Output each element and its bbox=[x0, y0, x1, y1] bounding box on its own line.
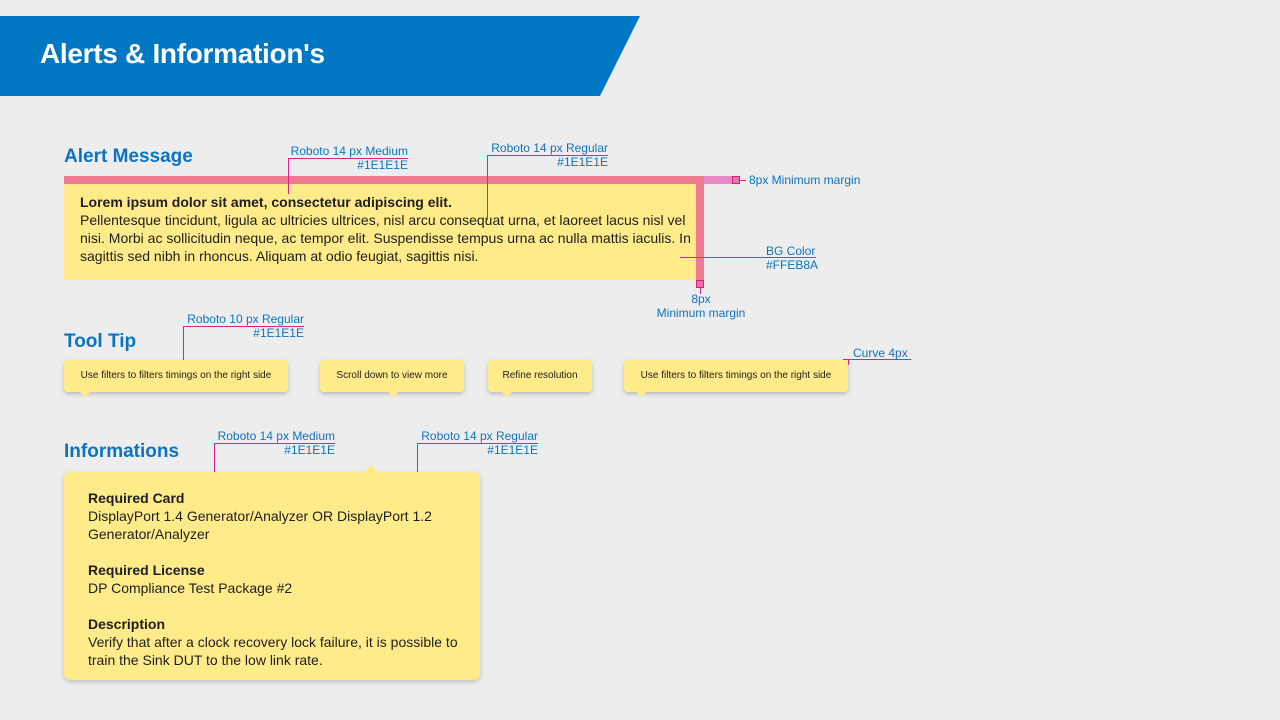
annotation-line bbox=[680, 257, 816, 258]
tooltip: Refine resolution bbox=[488, 360, 592, 397]
bottom-margin-marker bbox=[696, 176, 704, 284]
tooltip-section-title: Tool Tip bbox=[64, 331, 137, 352]
info-section-title: Informations bbox=[64, 441, 180, 462]
bottom-margin-handle bbox=[696, 280, 704, 288]
bottom-margin-spec: 8px Minimum margin bbox=[656, 292, 746, 320]
annotation-line bbox=[487, 155, 488, 220]
info-value: Verify that after a clock recovery lock … bbox=[88, 634, 458, 668]
annotation-line bbox=[288, 158, 289, 194]
info-value: DisplayPort 1.4 Generator/Analyzer OR Di… bbox=[88, 508, 432, 542]
annotation-line bbox=[740, 180, 746, 181]
right-margin-handle bbox=[732, 176, 740, 184]
alert-heading-spec: Roboto 14 px Medium #1E1E1E bbox=[290, 144, 408, 172]
curve-spec: Curve 4px bbox=[853, 346, 908, 360]
annotation-line bbox=[288, 158, 408, 159]
alert-body-spec: Roboto 14 px Regular #1E1E1E bbox=[491, 141, 608, 169]
annotation-line bbox=[700, 288, 701, 294]
annotation-line bbox=[487, 155, 608, 156]
right-margin-spec: 8px Minimum margin bbox=[749, 173, 861, 187]
alert-body: Pellentesque tincidunt, ligula ac ultric… bbox=[80, 212, 691, 264]
info-group-required-license: Required License DP Compliance Test Pack… bbox=[88, 561, 468, 597]
alert-text: Lorem ipsum dolor sit amet, consectetur … bbox=[80, 193, 692, 265]
info-card: Required Card DisplayPort 1.4 Generator/… bbox=[64, 465, 480, 680]
alert-heading: Lorem ipsum dolor sit amet, consectetur … bbox=[80, 194, 452, 210]
alert-top-bar bbox=[64, 176, 704, 184]
bg-color-spec: BG Color #FFEB8A bbox=[766, 244, 819, 272]
annotation-line bbox=[417, 443, 538, 444]
annotation-line bbox=[183, 326, 304, 327]
annotation-line bbox=[214, 443, 215, 498]
info-group-required-card: Required Card DisplayPort 1.4 Generator/… bbox=[88, 489, 468, 543]
info-value-spec: Roboto 14 px Regular #1E1E1E bbox=[421, 429, 538, 457]
tooltip: Scroll down to view more bbox=[320, 360, 464, 397]
info-value: DP Compliance Test Package #2 bbox=[88, 580, 293, 596]
annotation-line bbox=[848, 359, 849, 365]
page-title: Alerts & Information's bbox=[40, 38, 325, 69]
info-label: Description bbox=[88, 616, 166, 632]
header-banner bbox=[0, 16, 640, 96]
info-label: Required License bbox=[88, 562, 205, 578]
tooltip-font-spec: Roboto 10 px Regular #1E1E1E bbox=[187, 312, 304, 340]
annotation-line bbox=[214, 443, 335, 444]
annotation-line bbox=[183, 326, 184, 366]
info-group-description: Description Verify that after a clock re… bbox=[88, 615, 468, 669]
alert-message: Lorem ipsum dolor sit amet, consectetur … bbox=[64, 176, 704, 280]
alert-section-title: Alert Message bbox=[64, 146, 193, 167]
tooltip: Use filters to filters timings on the ri… bbox=[624, 360, 848, 397]
info-label-spec: Roboto 14 px Medium #1E1E1E bbox=[217, 429, 335, 457]
right-margin-marker bbox=[704, 176, 736, 184]
info-content: Required Card DisplayPort 1.4 Generator/… bbox=[88, 489, 468, 687]
annotation-line bbox=[843, 359, 911, 360]
info-label: Required Card bbox=[88, 490, 185, 506]
tooltip: Use filters to filters timings on the ri… bbox=[64, 360, 288, 397]
